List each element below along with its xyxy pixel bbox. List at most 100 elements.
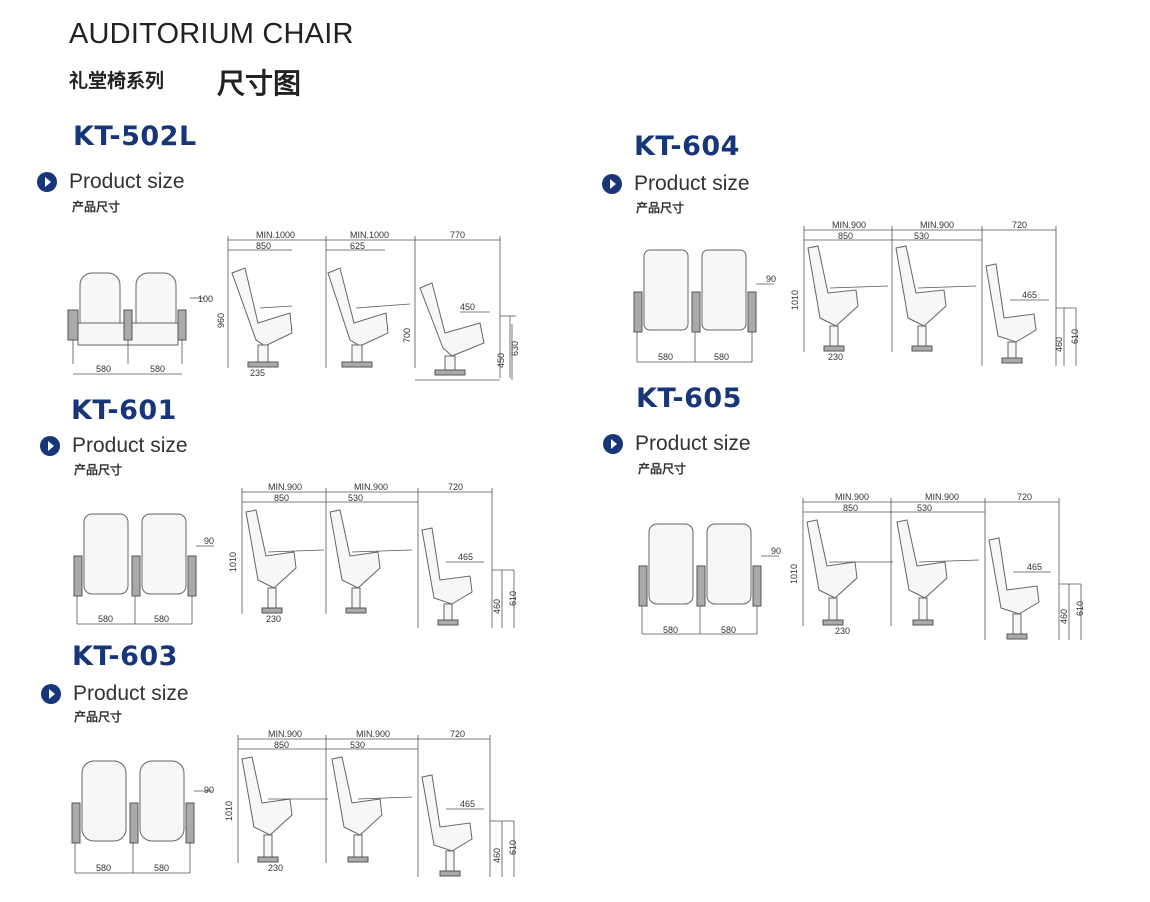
dim-total-height: 1010: [228, 552, 238, 572]
model-title-kt-601: KT-601: [71, 395, 177, 426]
play-circle-icon: [602, 174, 622, 194]
dim-total-height: 1010: [789, 564, 799, 584]
dim-tablet: 465: [458, 552, 473, 562]
side-views: [241, 488, 515, 628]
dim-seat-width-1: 580: [96, 863, 111, 873]
dim-arm-height: 610: [508, 840, 518, 855]
dim-arm: 90: [766, 274, 776, 284]
dim-total-height: 960: [216, 313, 226, 328]
dim-arm-height: 610: [508, 591, 518, 606]
kt-604-dimension-drawing: 580 580 90 MIN.900 MIN.900 720 850 530 4…: [633, 220, 1080, 366]
dim-arm: 90: [204, 785, 214, 795]
dim-total-height: 1010: [224, 801, 234, 821]
play-circle-icon: [41, 684, 61, 704]
dim-w-left: 850: [256, 241, 271, 251]
dim-w-mid: 530: [917, 503, 932, 513]
front-view: [67, 272, 205, 375]
product-size-label: Product size: [72, 434, 188, 457]
dim-seat-width-2: 580: [154, 863, 169, 873]
dim-depth: 720: [1012, 220, 1027, 230]
dim-seat-width-2: 580: [154, 614, 169, 624]
product-size-heading: Product size: [602, 172, 750, 196]
dim-tablet: 465: [1022, 290, 1037, 300]
product-size-label: Product size: [635, 432, 751, 455]
kt-603-dimension-drawing: 580 580 90 MIN.900 MIN.900 720 850 530 4…: [71, 729, 518, 877]
dim-w-mid: 625: [350, 241, 365, 251]
product-size-cn-label: 产品尺寸: [72, 200, 121, 214]
dim-seat-height: 460: [492, 599, 502, 614]
dim-seat-height: 460: [1059, 609, 1069, 624]
model-title-kt-603: KT-603: [72, 641, 178, 672]
kt-601-dimension-drawing: 580 580 90 MIN.900 MIN.900 720 850 530 4…: [73, 482, 518, 628]
front-view: [73, 513, 214, 625]
product-size-heading: Product size: [41, 682, 189, 706]
dim-arm-height: 610: [1070, 329, 1080, 344]
page-title: AUDITORIUM CHAIR: [69, 18, 354, 50]
dim-tablet: 465: [460, 799, 475, 809]
model-title-kt-605: KT-605: [636, 383, 742, 414]
dim-w-mid: 530: [914, 231, 929, 241]
dim-base: 235: [250, 368, 265, 378]
dim-min-mid: MIN.1000: [350, 230, 389, 240]
side-views: [237, 735, 515, 877]
dim-min-mid: MIN.900: [354, 482, 388, 492]
dim-total-height: 1010: [790, 290, 800, 310]
dim-arm: 90: [204, 536, 214, 546]
dim-depth: 770: [450, 230, 465, 240]
dim-seat-height: 460: [1054, 337, 1064, 352]
dim-arm-height: 630: [510, 341, 520, 356]
product-size-label: Product size: [634, 172, 750, 195]
dim-seat-width-1: 580: [96, 364, 111, 374]
product-size-heading: Product size: [603, 432, 751, 456]
play-circle-icon: [40, 436, 60, 456]
front-view: [633, 249, 774, 363]
dim-mid-height: 700: [402, 328, 412, 343]
dim-base: 230: [268, 863, 283, 873]
dim-seat-width-1: 580: [663, 625, 678, 635]
product-size-cn-label: 产品尺寸: [638, 462, 687, 476]
dim-min-left: MIN.900: [268, 482, 302, 492]
dim-depth: 720: [448, 482, 463, 492]
dim-seat-height: 450: [496, 353, 506, 368]
dim-min-mid: MIN.900: [356, 729, 390, 739]
dim-depth: 720: [1017, 492, 1032, 502]
dim-w-left: 850: [274, 493, 289, 503]
dim-seat-height: 460: [492, 848, 502, 863]
product-size-cn-label: 产品尺寸: [636, 201, 685, 215]
dim-min-mid: MIN.900: [920, 220, 954, 230]
dim-w-left: 850: [838, 231, 853, 241]
front-view: [638, 523, 779, 635]
dim-min-left: MIN.1000: [256, 230, 295, 240]
dim-seat-width-1: 580: [98, 614, 113, 624]
dim-tablet: 465: [1027, 562, 1042, 572]
dim-seat-width-1: 580: [658, 352, 673, 362]
product-size-cn-label: 产品尺寸: [74, 710, 123, 724]
dim-w-left: 850: [274, 740, 289, 750]
dim-min-left: MIN.900: [832, 220, 866, 230]
dim-seat-width-2: 580: [714, 352, 729, 362]
model-title-kt-502l: KT-502L: [73, 121, 197, 152]
dim-arm: 90: [771, 546, 781, 556]
product-size-label: Product size: [69, 170, 185, 193]
product-size-cn-label: 产品尺寸: [74, 463, 123, 477]
dim-w-mid: 530: [348, 493, 363, 503]
dim-arm-height: 610: [1075, 601, 1085, 616]
kt-502l-dimension-drawing: 580 580 100 MIN.1000 MIN.1000 770 850 62…: [67, 230, 520, 381]
dim-seat-width-2: 580: [150, 364, 165, 374]
product-size-heading: Product size: [40, 434, 188, 458]
model-title-kt-604: KT-604: [634, 131, 740, 162]
play-circle-icon: [37, 172, 57, 192]
dim-min-mid: MIN.900: [925, 492, 959, 502]
kt-605-dimension-drawing: 580 580 90 MIN.900 MIN.900 720 850 530 4…: [638, 492, 1085, 640]
product-size-heading: Product size: [37, 170, 185, 194]
side-views: [227, 236, 516, 381]
side-views: [802, 498, 1082, 640]
dim-tablet: 450: [460, 302, 475, 312]
dim-w-left: 850: [843, 503, 858, 513]
dim-base: 230: [835, 626, 850, 636]
play-circle-icon: [603, 434, 623, 454]
page-subtitle-series: 礼堂椅系列: [69, 71, 165, 92]
side-views: [803, 226, 1077, 366]
page-subtitle-dimensions: 尺寸图: [217, 68, 302, 99]
front-view: [71, 760, 212, 874]
